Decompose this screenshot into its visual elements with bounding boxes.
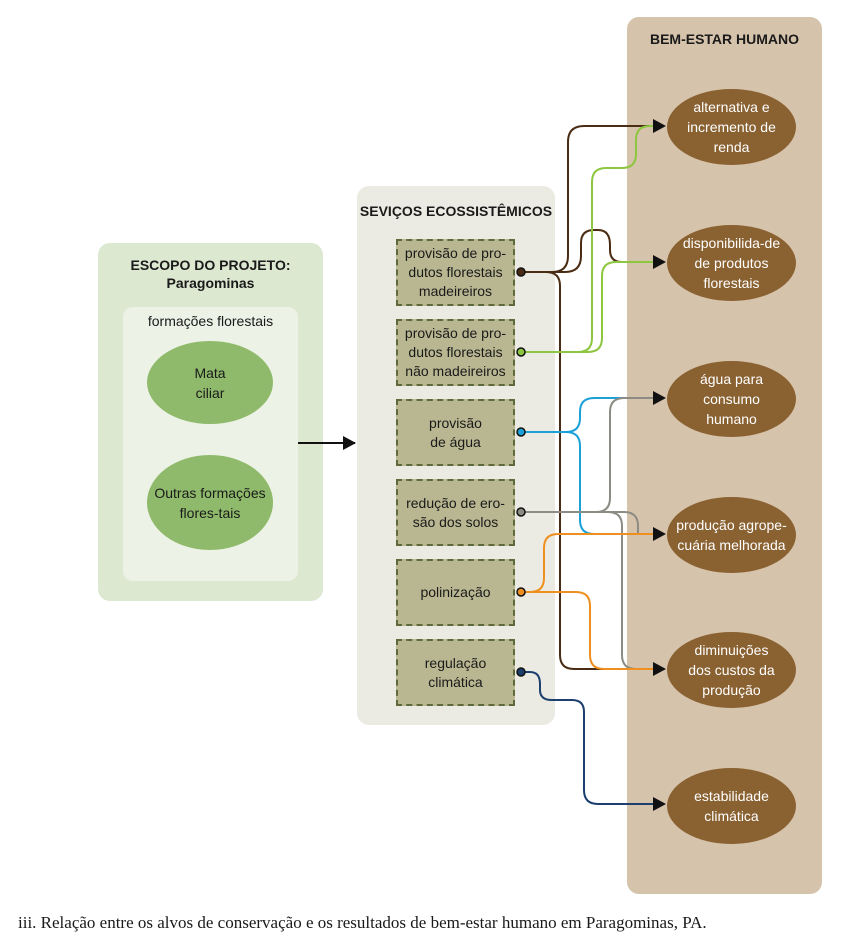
water-connectors [522,397,662,535]
outcome-income: alternativa e incremento de renda [667,89,796,165]
service-dots [516,267,526,677]
project-scope-title-line1: ESCOPO DO PROJETO: [130,257,291,273]
project-scope-title: ESCOPO DO PROJETO: Paragominas [98,256,323,292]
service-non-timber-products: provisão de pro-dutos florestais não mad… [396,319,515,386]
climate-connector [522,671,662,805]
forest-formations-title: formações florestais [147,313,274,329]
outcome-forest-products: disponibilida-de de produtos florestais [667,225,796,301]
outcome-arrowheads [653,119,666,811]
project-scope-title-line2: Paragominas [166,275,255,291]
human-wellbeing-title: BEM-ESTAR HUMANO [649,31,800,47]
outcome-production-costs: diminuições dos custos da produção [667,632,796,708]
service-erosion-reduction: redução de ero-são dos solos [396,479,515,546]
timber-connectors [522,125,662,670]
riparian-forest-ellipse: Mata ciliar [147,341,273,424]
scope-arrowhead [343,436,356,450]
figure-caption: iii. Relação entre os alvos de conservaç… [18,913,707,932]
non-timber-connectors [522,125,662,353]
outcome-agriculture: produção agrope-cuária melhorada [667,497,796,573]
ecosystem-services-title: SEVIÇOS ECOSSISTÊMICOS [359,203,553,219]
service-pollination: polinização [396,559,515,626]
other-formations-ellipse: Outras formações flores-tais [147,455,273,550]
service-water-provision: provisão de água [396,399,515,466]
service-timber-products: provisão de pro-dutos florestais madeire… [396,239,515,306]
outcome-drinking-water: água para consumo humano [667,361,796,437]
pollination-connectors [522,533,662,670]
service-climate-regulation: regulação climática [396,639,515,706]
outcome-climate-stability: estabilidade climática [667,768,796,844]
